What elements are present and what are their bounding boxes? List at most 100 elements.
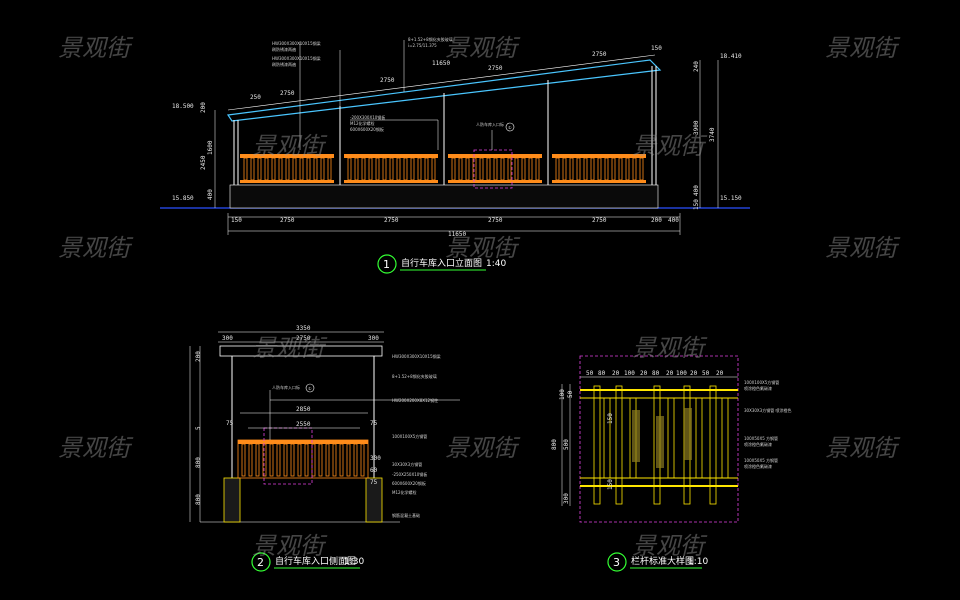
drawing-scale: 1:10 (688, 557, 708, 567)
watermark: 景观街 (252, 532, 328, 560)
baluster-fill (656, 416, 664, 468)
baluster-fill (632, 410, 640, 462)
baluster (458, 157, 463, 181)
dim-label: 300 (563, 493, 570, 504)
dim-label: 150 (607, 413, 614, 424)
dim-label: 300 (370, 455, 381, 462)
baluster (311, 443, 316, 477)
svg-text:刷防锈漆两遍: 刷防锈漆两遍 (272, 61, 296, 67)
baluster (500, 157, 505, 181)
dim-total: 3350 (296, 325, 311, 332)
dim-label: 3740 (709, 127, 716, 142)
baluster (593, 385, 601, 505)
drawing-number: 3 (613, 556, 620, 569)
svg-text:M12化学螺栓: M12化学螺栓 (392, 489, 417, 495)
dim-label: 75 (370, 479, 378, 486)
dim-label: 200 (200, 102, 207, 113)
railing-frame (237, 439, 369, 479)
dim-label: 75 (370, 420, 378, 427)
baluster (479, 157, 484, 181)
svg-text:i=2.75/11.375: i=2.75/11.375 (408, 43, 437, 48)
dim-label: 2450 (200, 155, 207, 170)
baluster (431, 157, 436, 181)
rail-top-bar (552, 154, 646, 158)
baluster (276, 443, 281, 477)
dim-label: 150 (607, 479, 614, 490)
watermark: 景观街 (445, 434, 521, 462)
baluster (332, 443, 337, 477)
drawing-scale: 1:40 (486, 259, 506, 269)
baluster (514, 157, 519, 181)
drawing-title: 自行车库入口侧面图 (275, 555, 356, 567)
dim-label: 800 (551, 439, 558, 450)
dim-label: 150 (693, 199, 700, 210)
dim-label: 240 (693, 61, 700, 72)
baluster (313, 157, 318, 181)
baluster (410, 157, 415, 181)
detail-callout-box (263, 427, 313, 485)
svg-text:M12化学螺栓: M12化学螺栓 (350, 120, 375, 126)
svg-text:钢筋混凝土基础: 钢筋混凝土基础 (392, 512, 420, 518)
roof-edge (219, 345, 383, 357)
svg-text:刷防锈漆两遍: 刷防锈漆两遍 (272, 46, 296, 52)
watermark: 景观街 (825, 234, 901, 262)
dim-label: 400 (693, 185, 700, 196)
watermark-group: 景观街 景观街 景观街 景观街 景观街 景观街 景观街 景观街 景观街 景观街 … (58, 34, 901, 560)
callout-circle (505, 122, 515, 132)
railing-group (240, 154, 646, 183)
svg-text:600X600X20钢板: 600X600X20钢板 (392, 480, 426, 486)
baluster (597, 157, 602, 181)
roof-slope (226, 59, 662, 122)
dim-label: 50 (586, 370, 594, 377)
baluster (353, 443, 358, 477)
drawing-title: 自行车库入口立面图 (401, 257, 482, 269)
detail-boundary (579, 355, 739, 523)
dim-label: 250 (250, 94, 261, 101)
svg-text:喷涂橙色氟碳漆: 喷涂橙色氟碳漆 (744, 385, 772, 391)
svg-text:人防车库入口标: 人防车库入口标 (272, 384, 300, 390)
dim-label: 2750 (380, 77, 395, 84)
baluster (264, 157, 269, 181)
watermark: 景观街 (445, 34, 521, 62)
dim-label: 2750 (592, 51, 607, 58)
dim-label: 800 (195, 457, 202, 468)
baluster (255, 443, 260, 477)
baluster (382, 157, 387, 181)
baluster (528, 157, 533, 181)
dim-label: 60 (370, 467, 378, 474)
baluster (389, 157, 394, 181)
rail-bottom-bar (240, 180, 334, 183)
baluster (451, 157, 456, 181)
rail-bottom-bar (552, 180, 646, 183)
baluster (417, 157, 422, 181)
level-mark: 15.850 (172, 195, 194, 202)
side-elevation: 3350 300 2750 300 2850 2550 200 5 800 80… (189, 325, 460, 572)
dim-label: 2750 (280, 217, 295, 224)
drawing-number: 1 (383, 258, 390, 271)
dim-label: 20 (690, 370, 698, 377)
baluster (346, 443, 351, 477)
dim-label: 100 (559, 389, 566, 400)
watermark: 景观街 (632, 334, 708, 362)
baluster (465, 157, 470, 181)
baluster (285, 157, 290, 181)
dim-label: 800 (195, 494, 202, 505)
baluster (354, 157, 359, 181)
svg-text:喷涂橙色氟碳漆: 喷涂橙色氟碳漆 (744, 441, 772, 447)
dim-label: 2550 (296, 421, 311, 428)
baluster (262, 443, 267, 477)
railing-detail: 50 80 20 100 20 80 20 100 20 50 20 100 5… (551, 355, 791, 572)
drawing-scale: 1:30 (344, 557, 364, 567)
baluster (709, 385, 717, 505)
baluster (569, 157, 574, 181)
baluster (241, 443, 246, 477)
baluster (269, 443, 274, 477)
drawing-number-circle (251, 552, 271, 572)
dim-label: 150 (651, 45, 662, 52)
baluster (257, 157, 262, 181)
dim-label: 2750 (384, 217, 399, 224)
detail-callout-box (473, 149, 513, 189)
dim-label: 75 (226, 420, 234, 427)
dim-label: 400 (207, 189, 214, 200)
baluster (306, 157, 311, 181)
